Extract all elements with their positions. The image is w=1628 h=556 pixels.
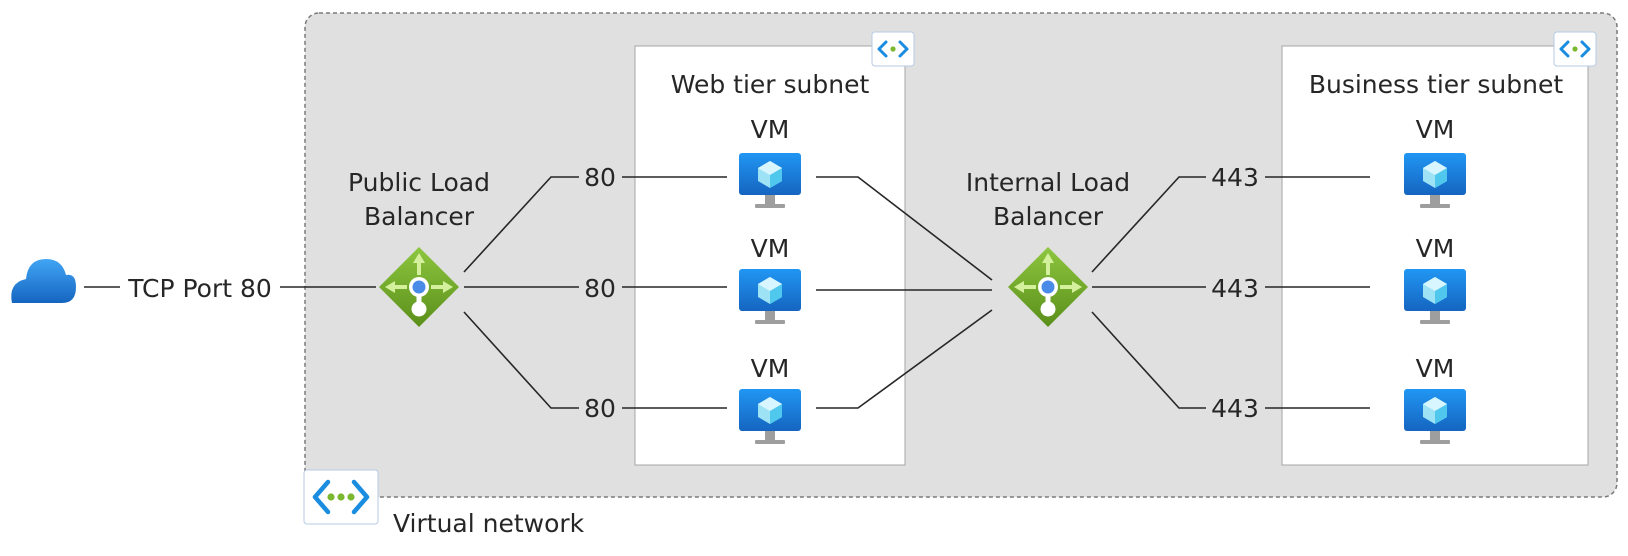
web-port-label: 80 [584,394,616,423]
business-subnet-title: Business tier subnet [1309,70,1564,99]
business-port-label: 443 [1211,163,1259,192]
business-vm-label: VM [1416,115,1455,144]
subnet-icon [870,30,916,68]
web-subnet-title: Web tier subnet [671,70,870,99]
web-port-label: 80 [584,163,616,192]
business-port-label: 443 [1211,394,1259,423]
business-vm-label: VM [1416,354,1455,383]
virtual-network-label: Virtual network [393,509,585,538]
connectors [84,176,1370,409]
business-vm-label: VM [1416,234,1455,263]
internet-label: TCP Port 80 [127,274,272,303]
cloud-icon [11,259,76,303]
web-vm-label: VM [751,115,790,144]
public-lb-label-line2: Balancer [364,202,475,231]
business-port-label: 443 [1211,274,1259,303]
web-vm-label: VM [751,354,790,383]
web-vm-label: VM [751,234,790,263]
public-lb-label-line1: Public Load [348,168,490,197]
internal-lb-label-line1: Internal Load [966,168,1130,197]
web-port-label: 80 [584,274,616,303]
internal-lb-label-line2: Balancer [993,202,1104,231]
subnet-icon [1552,30,1598,68]
virtual-network-icon [303,469,379,525]
